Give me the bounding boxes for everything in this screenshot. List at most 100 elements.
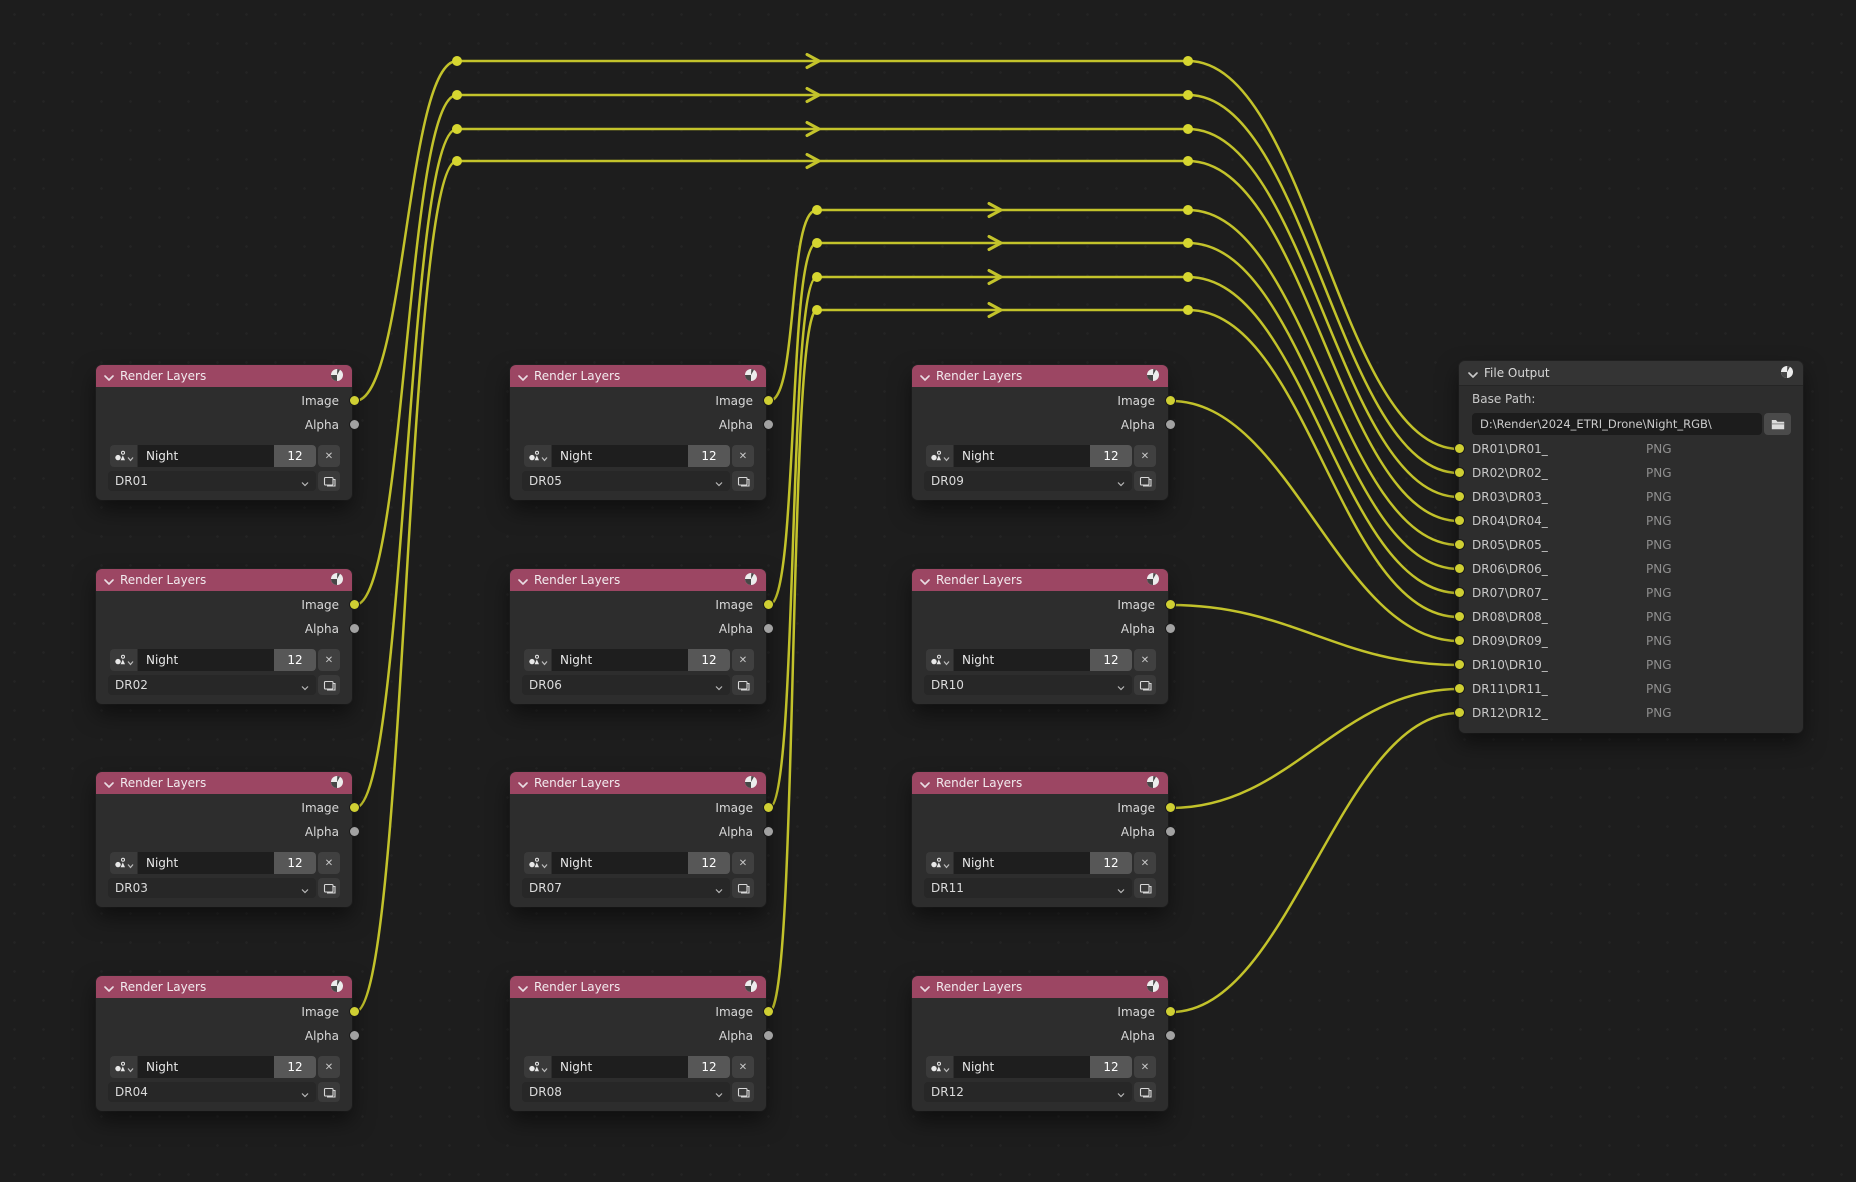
reroute-dot[interactable] (812, 205, 822, 215)
collapse-chevron-icon[interactable] (518, 367, 528, 386)
image-output-socket[interactable] (350, 600, 359, 609)
clear-scene-button[interactable]: ✕ (318, 852, 340, 874)
scene-name-field[interactable]: Night (138, 445, 274, 467)
view-layer-icon-button[interactable] (1134, 878, 1156, 898)
reroute-dot[interactable] (812, 238, 822, 248)
view-layer-icon-button[interactable] (1134, 1082, 1156, 1102)
node-header[interactable]: Render Layers (912, 569, 1168, 591)
file-slot-row[interactable]: DR10\DR10_ PNG (1455, 653, 1803, 677)
frame-count-field[interactable]: 12 (688, 445, 730, 467)
scene-selector-button[interactable] (524, 445, 551, 467)
scene-name-field[interactable]: Night (954, 1056, 1090, 1078)
node-header[interactable]: Render Layers (912, 772, 1168, 794)
frame-count-field[interactable]: 12 (274, 649, 316, 671)
clear-scene-button[interactable]: ✕ (1134, 852, 1156, 874)
collapse-chevron-icon[interactable] (920, 978, 930, 997)
image-output-socket[interactable] (1166, 1007, 1175, 1016)
scene-selector-button[interactable] (926, 1056, 953, 1078)
view-layer-dropdown[interactable]: DR07 (522, 878, 730, 898)
image-output-socket[interactable] (764, 600, 773, 609)
collapse-chevron-icon[interactable] (920, 367, 930, 386)
file-slot-row[interactable]: DR06\DR06_ PNG (1455, 557, 1803, 581)
render-layers-node-dr08[interactable]: Render Layers Image Alpha (510, 976, 773, 1111)
scene-name-field[interactable]: Night (954, 445, 1090, 467)
scene-name-field[interactable]: Night (138, 649, 274, 671)
file-slot-row[interactable]: DR02\DR02_ PNG (1455, 461, 1803, 485)
render-layers-node-dr11[interactable]: Render Layers Image Alpha (912, 772, 1175, 907)
render-layers-node-dr02[interactable]: Render Layers Image Alpha (96, 569, 359, 704)
alpha-output-socket[interactable] (350, 827, 359, 836)
view-layer-icon-button[interactable] (318, 1082, 340, 1102)
reroute-dot[interactable] (1183, 305, 1193, 315)
frame-count-field[interactable]: 12 (688, 649, 730, 671)
view-layer-dropdown[interactable]: DR11 (924, 878, 1132, 898)
alpha-output-socket[interactable] (350, 1031, 359, 1040)
alpha-output-socket[interactable] (350, 624, 359, 633)
view-layer-dropdown[interactable]: DR04 (108, 1082, 316, 1102)
slot-input-socket[interactable] (1455, 708, 1464, 717)
slot-input-socket[interactable] (1455, 612, 1464, 621)
file-slot-row[interactable]: DR11\DR11_ PNG (1455, 677, 1803, 701)
scene-name-field[interactable]: Night (552, 1056, 688, 1078)
image-output-socket[interactable] (350, 396, 359, 405)
alpha-output-socket[interactable] (764, 827, 773, 836)
file-slot-row[interactable]: DR03\DR03_ PNG (1455, 485, 1803, 509)
node-header[interactable]: Render Layers (96, 365, 352, 387)
scene-selector-button[interactable] (110, 1056, 137, 1078)
slot-input-socket[interactable] (1455, 468, 1464, 477)
reroute-dot[interactable] (452, 90, 462, 100)
file-slot-row[interactable]: DR01\DR01_ PNG (1455, 437, 1803, 461)
image-output-socket[interactable] (350, 1007, 359, 1016)
file-slot-row[interactable]: DR12\DR12_ PNG (1455, 701, 1803, 725)
view-layer-dropdown[interactable]: DR12 (924, 1082, 1132, 1102)
image-output-socket[interactable] (1166, 803, 1175, 812)
reroute-dot[interactable] (812, 305, 822, 315)
collapse-chevron-icon[interactable] (104, 774, 114, 793)
scene-name-field[interactable]: Night (138, 852, 274, 874)
frame-count-field[interactable]: 12 (688, 852, 730, 874)
view-layer-icon-button[interactable] (732, 675, 754, 695)
reroute-dot[interactable] (1183, 205, 1193, 215)
view-layer-dropdown[interactable]: DR09 (924, 471, 1132, 491)
view-layer-icon-button[interactable] (318, 675, 340, 695)
slot-input-socket[interactable] (1455, 540, 1464, 549)
collapse-chevron-icon[interactable] (518, 571, 528, 590)
node-header[interactable]: Render Layers (96, 772, 352, 794)
node-header[interactable]: Render Layers (510, 569, 766, 591)
frame-count-field[interactable]: 12 (688, 1056, 730, 1078)
reroute-dot[interactable] (812, 272, 822, 282)
slot-input-socket[interactable] (1455, 516, 1464, 525)
clear-scene-button[interactable]: ✕ (732, 649, 754, 671)
collapse-chevron-icon[interactable] (920, 774, 930, 793)
node-header[interactable]: Render Layers (96, 569, 352, 591)
view-layer-icon-button[interactable] (1134, 471, 1156, 491)
view-layer-icon-button[interactable] (318, 471, 340, 491)
frame-count-field[interactable]: 12 (1090, 852, 1132, 874)
reroute-dot[interactable] (452, 56, 462, 66)
view-layer-dropdown[interactable]: DR03 (108, 878, 316, 898)
scene-name-field[interactable]: Night (954, 852, 1090, 874)
reroute-dot[interactable] (452, 156, 462, 166)
clear-scene-button[interactable]: ✕ (318, 1056, 340, 1078)
slot-input-socket[interactable] (1455, 588, 1464, 597)
node-header[interactable]: Render Layers (510, 976, 766, 998)
reroute-dot[interactable] (1183, 124, 1193, 134)
frame-count-field[interactable]: 12 (1090, 1056, 1132, 1078)
view-layer-dropdown[interactable]: DR06 (522, 675, 730, 695)
reroute-dot[interactable] (1183, 238, 1193, 248)
frame-count-field[interactable]: 12 (1090, 445, 1132, 467)
clear-scene-button[interactable]: ✕ (732, 852, 754, 874)
scene-name-field[interactable]: Night (552, 649, 688, 671)
collapse-chevron-icon[interactable] (1468, 364, 1478, 383)
collapse-chevron-icon[interactable] (104, 978, 114, 997)
reroute-dot[interactable] (452, 124, 462, 134)
clear-scene-button[interactable]: ✕ (1134, 445, 1156, 467)
scene-name-field[interactable]: Night (138, 1056, 274, 1078)
render-layers-node-dr12[interactable]: Render Layers Image Alpha (912, 976, 1175, 1111)
file-slot-row[interactable]: DR08\DR08_ PNG (1455, 605, 1803, 629)
image-output-socket[interactable] (764, 396, 773, 405)
scene-selector-button[interactable] (110, 445, 137, 467)
scene-selector-button[interactable] (926, 649, 953, 671)
image-output-socket[interactable] (1166, 396, 1175, 405)
alpha-output-socket[interactable] (350, 420, 359, 429)
